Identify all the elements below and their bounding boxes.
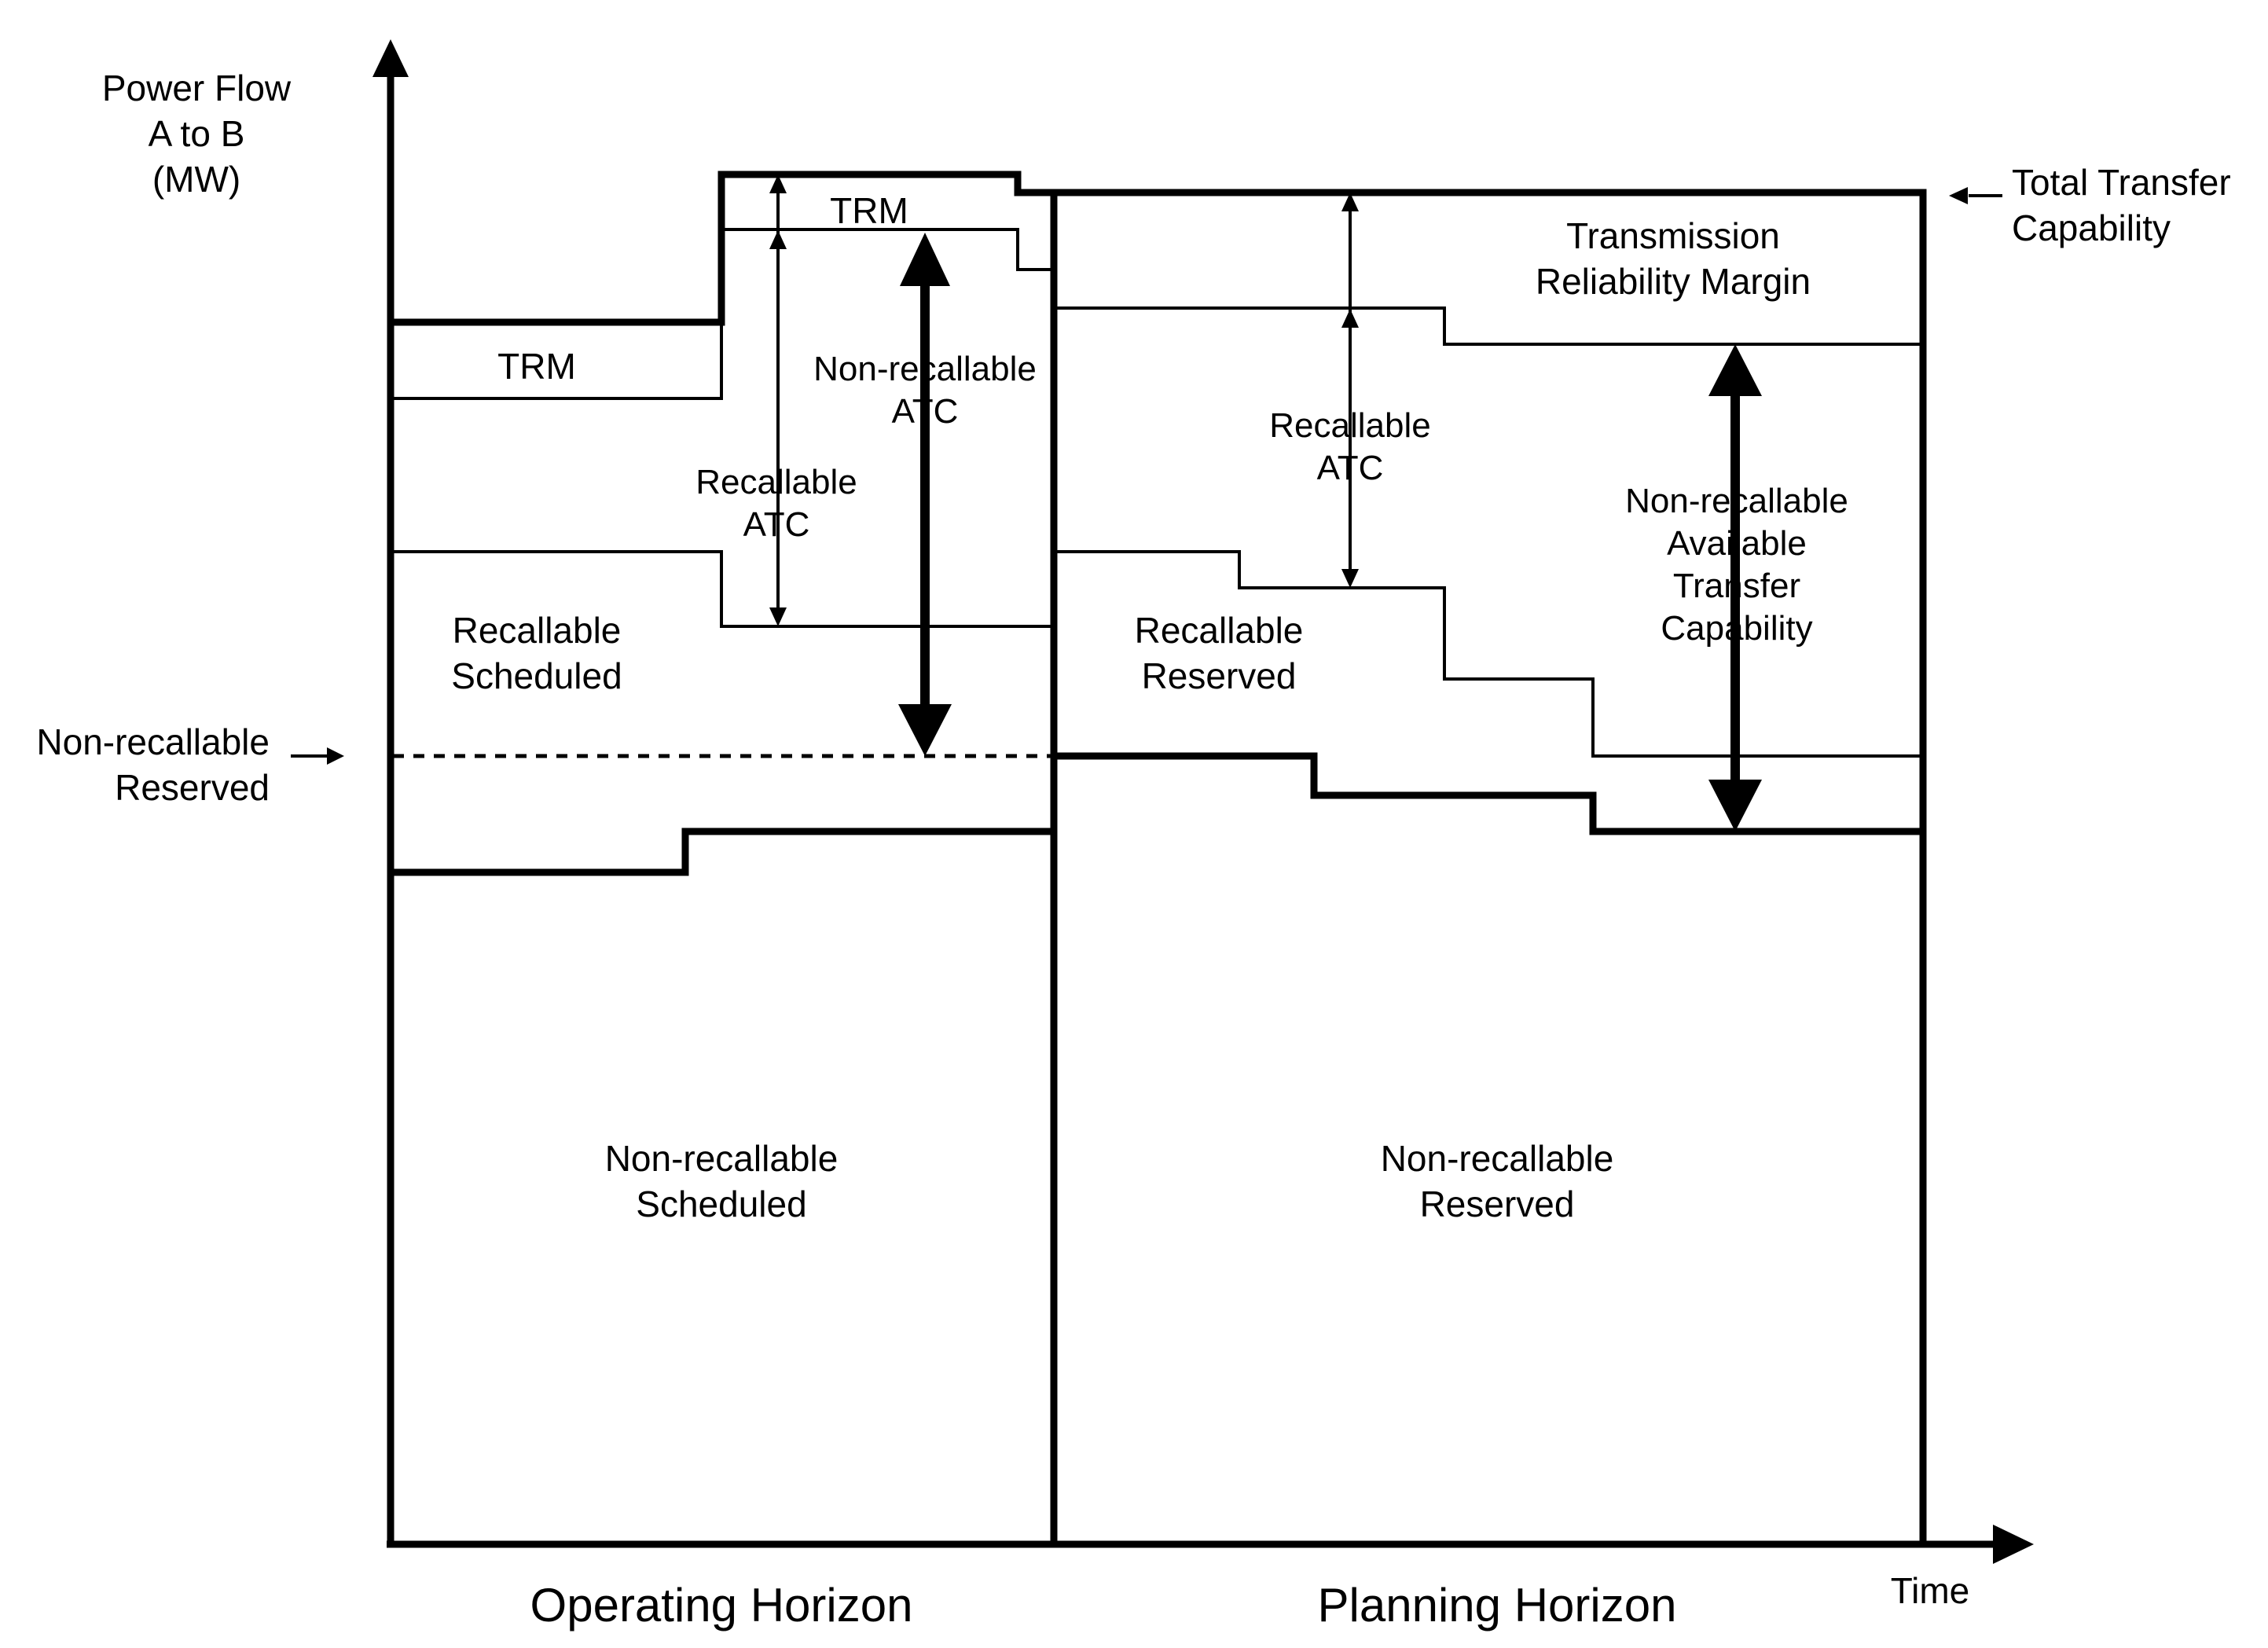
axes xyxy=(372,39,2034,1564)
recallable-reserved-label-line-2: Reserved xyxy=(1142,655,1297,696)
recallable-atc-left-label-line-2: ATC xyxy=(743,505,810,544)
recallable-atc-left-arrow-mid xyxy=(769,230,787,249)
non-recallable-atc-label-line-2: ATC xyxy=(892,392,959,431)
non-recallable-atc-label-line-1: Non-recallable xyxy=(813,350,1037,388)
y-axis-label-line-2: A to B xyxy=(149,113,245,154)
non-recallable-available-tc-label-line-3: Transfer xyxy=(1673,567,1800,605)
trm-lower-line-left xyxy=(391,322,723,400)
x-axis-label: Time xyxy=(1891,1570,1970,1611)
operating-horizon-label: Operating Horizon xyxy=(530,1579,913,1631)
non-recallable-available-tc-label-line-4: Capability xyxy=(1661,609,1812,648)
recallable-scheduled-upper-line xyxy=(391,550,1054,628)
recallable-reserved-label-line-1: Recallable xyxy=(1135,610,1304,651)
non-recallable-reserved-callout-arrow xyxy=(327,747,344,765)
total-transfer-capability-label-line-2: Capability xyxy=(2012,207,2171,248)
non-recallable-atc-right-arrow-top xyxy=(1708,344,1762,396)
transmission-reliability-margin-label-line-1: Transmission xyxy=(1566,215,1780,256)
non-recallable-atc-right-arrow-bottom xyxy=(1708,780,1762,831)
total-transfer-callout-arrow xyxy=(1949,187,1968,204)
recallable-atc-left-arrow-top xyxy=(769,174,787,193)
y-axis-label-line-1: Power Flow xyxy=(102,68,292,108)
non-recallable-boundary-planning xyxy=(1054,752,1923,835)
region-boundaries xyxy=(391,171,1927,1544)
y-axis-arrowhead xyxy=(372,39,409,77)
non-recallable-reserved-label-line-2: Reserved xyxy=(1420,1184,1575,1224)
non-recallable-atc-arrow-top xyxy=(900,233,950,286)
recallable-atc-right-label-line-1: Recallable xyxy=(1269,406,1430,445)
recallable-scheduled-label-line-2: Scheduled xyxy=(451,655,622,696)
total-transfer-capability-line xyxy=(391,171,1927,1544)
trm-top-label: TRM xyxy=(830,190,908,231)
labels: Power Flow A to B (MW) Total Transfer Ca… xyxy=(36,68,2230,1631)
recallable-scheduled-label-line-1: Recallable xyxy=(453,610,622,651)
total-transfer-capability-label-line-1: Total Transfer xyxy=(2012,162,2231,203)
non-recallable-reserved-callout-line-2: Reserved xyxy=(115,767,270,808)
non-recallable-scheduled-label-line-1: Non-recallable xyxy=(605,1138,839,1179)
non-recallable-atc-arrow-bottom xyxy=(898,704,952,756)
recallable-atc-right-arrow-mid xyxy=(1341,309,1359,328)
recallable-atc-left-arrow-bottom xyxy=(769,607,787,626)
non-recallable-reserved-callout-line-1: Non-recallable xyxy=(36,721,270,762)
measurement-arrows xyxy=(291,174,2002,831)
non-recallable-boundary-operating xyxy=(391,828,1054,876)
recallable-reserved-upper-line xyxy=(1054,550,1923,758)
recallable-atc-right-arrow-bottom xyxy=(1341,569,1359,588)
recallable-atc-right-label-line-2: ATC xyxy=(1317,449,1384,487)
trm-lower-line-top xyxy=(721,228,1054,271)
x-axis-arrowhead xyxy=(1993,1525,2034,1564)
recallable-atc-left-label-line-1: Recallable xyxy=(695,463,857,501)
non-recallable-available-tc-label-line-1: Non-recallable xyxy=(1625,482,1848,520)
planning-horizon-label: Planning Horizon xyxy=(1318,1579,1677,1631)
transmission-reliability-margin-label-line-2: Reliability Margin xyxy=(1536,261,1811,302)
non-recallable-available-tc-label-line-2: Available xyxy=(1667,524,1807,563)
y-axis-label-line-3: (MW) xyxy=(152,159,240,200)
trm-left-label: TRM xyxy=(497,346,576,387)
recallable-atc-right-arrow-top xyxy=(1341,193,1359,211)
non-recallable-reserved-label-line-1: Non-recallable xyxy=(1381,1138,1614,1179)
trm-lower-line-right xyxy=(1054,306,1923,346)
non-recallable-scheduled-label-line-2: Scheduled xyxy=(636,1184,806,1224)
